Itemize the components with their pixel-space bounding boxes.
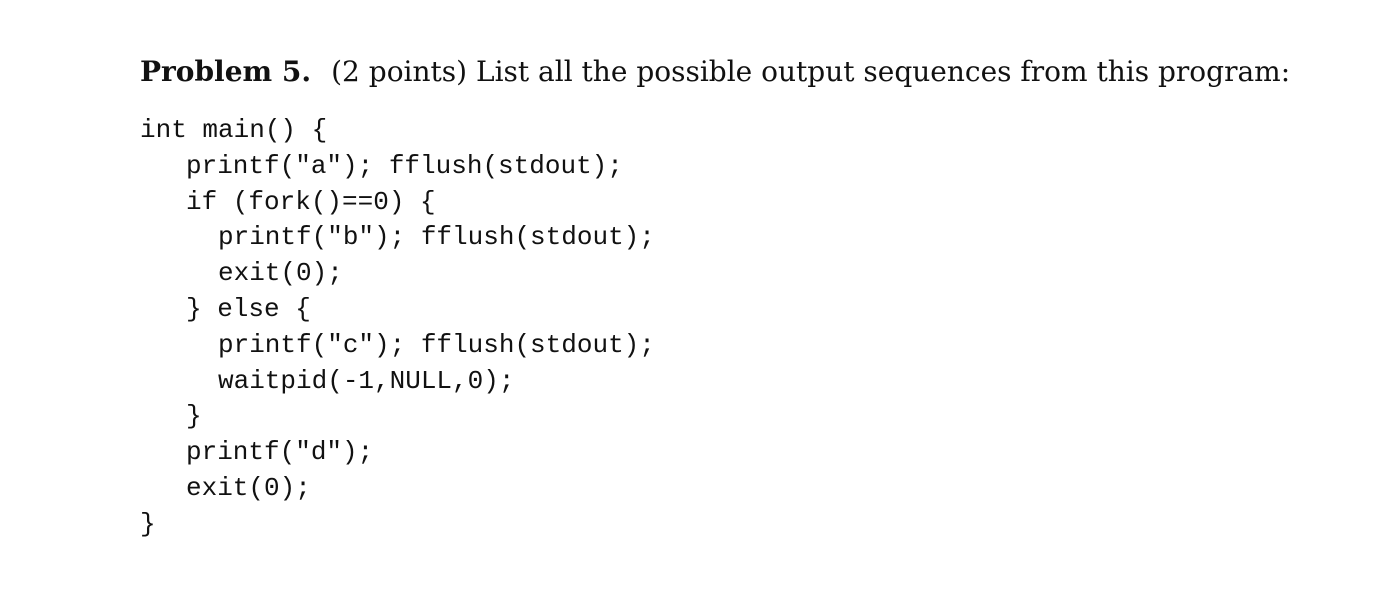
- code-line: }: [186, 401, 202, 432]
- code-line: exit(0);: [218, 258, 343, 289]
- code-line: printf("c"); fflush(stdout);: [218, 329, 655, 360]
- code-line: if (fork()==0) {: [186, 186, 436, 217]
- code-line: printf("d");: [186, 437, 374, 468]
- problem-points: (2 points): [331, 55, 468, 88]
- code-line: waitpid(-1,NULL,0);: [218, 365, 515, 396]
- code-line: printf("a"); fflush(stdout);: [186, 150, 623, 181]
- code-line: } else {: [186, 293, 311, 324]
- code-line: exit(0);: [186, 472, 311, 503]
- code-listing: int main() { printf("a"); fflush(stdout)…: [140, 113, 655, 543]
- code-line: int main() {: [140, 115, 328, 145]
- problem-label: Problem 5.: [140, 55, 312, 88]
- problem-question: List all the possible output sequences f…: [475, 55, 1291, 88]
- problem-statement: Problem 5. (2 points) List all the possib…: [140, 52, 1290, 92]
- code-line: }: [140, 508, 156, 539]
- code-line: printf("b"); fflush(stdout);: [218, 222, 655, 253]
